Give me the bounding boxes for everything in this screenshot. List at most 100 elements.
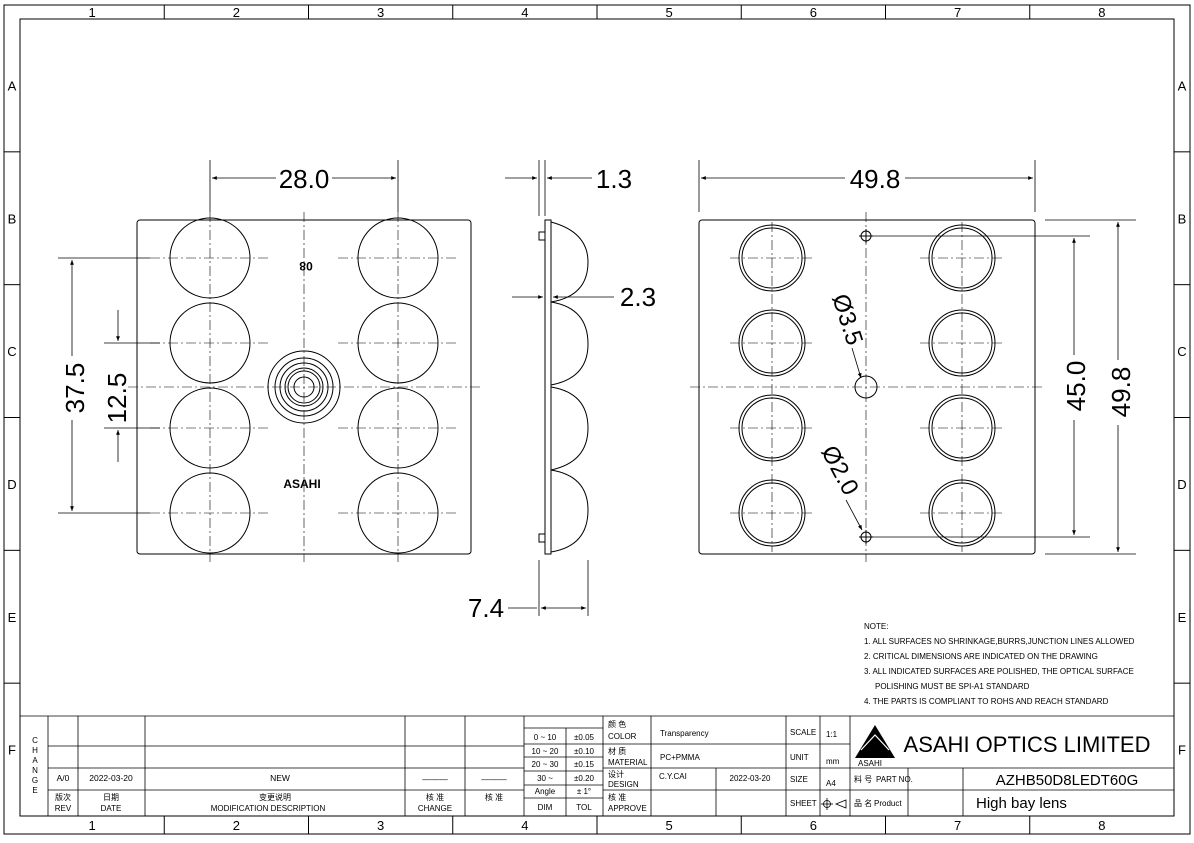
projection-symbol-icon: [821, 798, 847, 810]
zone-label: 5: [666, 5, 673, 20]
tol-hdr-dim: DIM: [538, 803, 553, 812]
zone-label: F: [8, 743, 16, 758]
sheet-label: SHEET: [790, 799, 817, 808]
zone-label: E: [8, 610, 17, 625]
change-letter: G: [32, 776, 38, 785]
tol-range: 20 ~ 30: [532, 760, 559, 769]
dim-front-width: 28.0: [279, 164, 330, 194]
material-label: MATERIAL: [608, 758, 648, 767]
product-name: High bay lens: [976, 795, 1067, 812]
tol-value: ±0.20: [574, 774, 595, 783]
dim-pin: Ø2.0: [815, 441, 863, 500]
tol-range: 10 ~ 20: [532, 747, 559, 756]
approve-cn: 核 准: [608, 792, 626, 802]
size-value: A4: [826, 779, 836, 788]
notes-title: NOTE:: [864, 622, 888, 631]
dim-back-width: 49.8: [850, 164, 901, 194]
dim-side-top: 1.3: [596, 164, 632, 194]
properties: 颜 色 COLOR Transparency 材 质 MATERIAL PC+P…: [608, 719, 771, 813]
tol-range: Angle: [535, 787, 556, 796]
zone-label: E: [1178, 610, 1187, 625]
zone-label: 2: [233, 5, 240, 20]
hdr-date-cn: 日期: [103, 793, 119, 802]
size-label: SIZE: [790, 775, 808, 784]
product-cn: 品 名: [854, 798, 872, 808]
change-letter: C: [32, 736, 38, 745]
color-cn: 颜 色: [608, 719, 626, 729]
tol-value: ±0.05: [574, 733, 595, 742]
logo-mark: ASAHI: [283, 477, 320, 491]
design-date: 2022-03-20: [730, 774, 771, 783]
notes: NOTE: 1. ALL SURFACES NO SHRINKAGE,BURRS…: [864, 622, 1135, 706]
zone-label: C: [7, 344, 16, 359]
zone-label: 3: [377, 5, 384, 20]
change-letter: A: [32, 756, 38, 765]
tol-range: 30 ~: [537, 774, 553, 783]
hdr-change-cn: 核 准: [426, 792, 444, 802]
revision-headers: 版次 REV 日期 DATE 变更说明 MODIFICATION DESCRIP…: [55, 792, 503, 813]
front-view: 08 ASAHI 28.0 37.5 12.5: [58, 160, 480, 562]
change-letter: N: [32, 766, 38, 775]
zone-label: C: [1177, 344, 1186, 359]
material-value: PC+PMMA: [660, 753, 700, 762]
color-label: COLOR: [608, 732, 637, 741]
revision-row: A/0 2022-03-20 NEW ——— ———: [57, 773, 508, 784]
zone-label: 5: [666, 818, 673, 833]
change-letter: E: [32, 786, 37, 795]
zone-label: 6: [810, 5, 817, 20]
hdr-rev-cn: 版次: [55, 792, 71, 802]
hdr-desc-cn: 变更说明: [259, 792, 291, 802]
zone-label: 7: [954, 5, 961, 20]
zone-label: 3: [377, 818, 384, 833]
tol-value: ±0.10: [574, 747, 595, 756]
rev-value: A/0: [57, 773, 70, 783]
zone-label: B: [8, 211, 17, 226]
zone-label: 4: [521, 818, 528, 833]
note-item: 4. THE PARTS IS COMPLIANT TO ROHS AND RE…: [864, 697, 1109, 706]
note-item: POLISHING MUST BE SPI-A1 STANDARD: [875, 682, 1030, 691]
hdr-rev: REV: [55, 804, 72, 813]
hdr-desc: MODIFICATION DESCRIPTION: [211, 804, 326, 813]
dim-front-pitch: 12.5: [102, 373, 132, 424]
note-item: 2. CRITICAL DIMENSIONS ARE INDICATED ON …: [864, 652, 1098, 661]
note-item: 3. ALL INDICATED SURFACES ARE POLISHED, …: [864, 667, 1134, 676]
rev-change-mark: ———: [422, 774, 448, 784]
change-letter: H: [32, 746, 38, 755]
zone-label: 2: [233, 818, 240, 833]
scale-value: 1:1: [826, 730, 838, 739]
scale-label: SCALE: [790, 728, 816, 737]
dim-back-inner-height: 45.0: [1061, 361, 1091, 412]
tol-hdr-tol: TOL: [576, 803, 592, 812]
hdr-date: DATE: [101, 804, 122, 813]
zone-label: 7: [954, 818, 961, 833]
tol-range: 0 ~ 10: [534, 733, 557, 742]
color-value: Transparency: [660, 729, 709, 738]
mold-mark: 08: [299, 259, 313, 273]
material-cn: 材 质: [608, 746, 626, 756]
approve-label: APPROVE: [608, 804, 647, 813]
tolerance-table: 0 ~ 10 ±0.05 10 ~ 20 ±0.10 20 ~ 30 ±0.15…: [532, 733, 595, 812]
title-block: [20, 715, 1174, 816]
unit-label: UNIT: [790, 753, 809, 762]
zone-label: 4: [521, 5, 528, 20]
zone-label: 8: [1098, 818, 1105, 833]
zone-label: B: [1178, 211, 1187, 226]
hdr-check-cn: 核 准: [485, 792, 503, 802]
part-no-cn: 料 号: [854, 774, 872, 784]
rev-date: 2022-03-20: [89, 773, 133, 783]
zone-label: 1: [89, 818, 96, 833]
zone-label: A: [8, 78, 17, 93]
dim-front-height: 37.5: [60, 363, 90, 414]
zone-label: A: [1178, 78, 1187, 93]
back-view: 49.8 45.0 49.8 Ø3.5 Ø2.0: [690, 160, 1136, 562]
designer: C.Y.CAI: [659, 772, 687, 781]
note-item: 1. ALL SURFACES NO SHRINKAGE,BURRS,JUNCT…: [864, 637, 1135, 646]
part-no: AZHB50D8LEDT60G: [996, 772, 1139, 789]
zone-label: 8: [1098, 5, 1105, 20]
design-cn: 设计: [608, 769, 624, 779]
product-label: Product: [874, 799, 902, 808]
zone-label: 6: [810, 818, 817, 833]
zone-label: D: [7, 477, 16, 492]
